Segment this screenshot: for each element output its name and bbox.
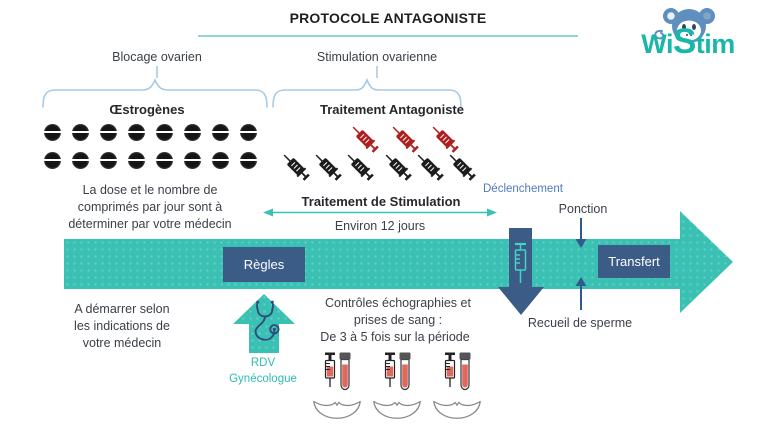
red-syringe-icon [426,120,466,165]
transfert-box: Transfert [598,245,670,278]
stethoscope-icon [246,299,284,352]
pill-icon [184,152,201,169]
controles-note-line3: De 3 à 5 fois sur la période [320,330,470,344]
brace-left [42,77,268,113]
black-syringe-icon [277,148,317,193]
black-syringe-icon [379,148,419,193]
pill-icon [44,152,61,169]
timeline-arrowhead [680,211,733,313]
recueil-arrow-line [580,285,582,310]
rdv-label-line2: Gynécologue [229,373,297,385]
rdv-label-line1: RDV [250,357,276,369]
connector-line [156,66,158,78]
ultrasound-icon [429,395,485,426]
duration-arrow [262,206,498,224]
connector-line [376,66,378,78]
page-title: PROTOCOLE ANTAGONISTE [289,10,487,26]
ultrasound-icon [369,395,425,426]
brace-right [272,77,462,113]
pill-icon [240,152,257,169]
blood-tube-icon [398,352,412,397]
black-syringe-icon [443,148,483,193]
demarrer-note-line2: les indications de [74,319,170,333]
pill-icon [100,124,117,141]
ponction-arrow-line [580,218,582,241]
recueil-label: Recueil de sperme [527,316,633,330]
phase-blocage-label: Blocage ovarien [112,50,202,64]
dose-note-line1: La dose et le nombre de [82,183,218,197]
pill-icon [240,124,257,141]
antagoniste-label: Traitement Antagoniste [320,102,464,117]
regles-box: Règles [223,247,305,282]
pill-icon [100,152,117,169]
timeline-band [64,239,680,289]
blood-syringe-icon [323,352,337,397]
ultrasound-icon [309,395,365,426]
pill-icon [72,124,89,141]
blood-tube-icon [338,352,352,397]
black-syringe-icon [341,148,381,193]
black-syringe-icon [411,148,451,193]
demarrer-note-line1: A démarrer selon [74,302,170,316]
blood-syringe-icon [443,352,457,397]
antagonist-syringe-icons [346,120,476,162]
duration-label: Environ 12 jours [334,219,426,233]
wistim-monkey-icon [650,2,724,46]
pill-icon [156,152,173,169]
pill-icon [128,152,145,169]
pill-icon [44,124,61,141]
phase-stimulation-label: Stimulation ovarienne [316,50,438,64]
dose-note-line2: comprimés par jour sont à [77,200,223,214]
recueil-arrow-tip [575,277,587,286]
pill-icon [184,124,201,141]
controles-note-line2: prises de sang : [353,313,443,327]
stimulation-syringe-icons [277,148,487,190]
red-syringe-icon [346,120,386,165]
title-underline [198,35,578,37]
dose-note-line3: déterminer par votre médecin [68,217,232,231]
pill-icons [44,124,258,170]
ponction-label: Ponction [558,202,608,216]
oestrogenes-label: Œstrogènes [109,102,185,117]
controles-note-line1: Contrôles échographies et [325,296,471,310]
pill-icon [212,152,229,169]
declenchement-label: Déclenchement [483,183,563,195]
logo-part3: tim [695,29,736,59]
ponction-arrow-tip [575,239,587,248]
blood-tube-icon [458,352,472,397]
blood-syringe-icon [383,352,397,397]
pill-icon [128,124,145,141]
pill-icon [72,152,89,169]
trigger-syringe-icon [512,242,529,292]
black-syringe-icon [309,148,349,193]
logo-part1: Wi [641,29,673,59]
pill-icon [212,124,229,141]
logo-part2: S [672,22,696,61]
red-syringe-icon [386,120,426,165]
demarrer-note-line3: votre médecin [82,336,162,350]
stimulation-treatment-label: Traitement de Stimulation [301,194,461,209]
trigger-arrow-stem [509,228,532,288]
pill-icon [156,124,173,141]
